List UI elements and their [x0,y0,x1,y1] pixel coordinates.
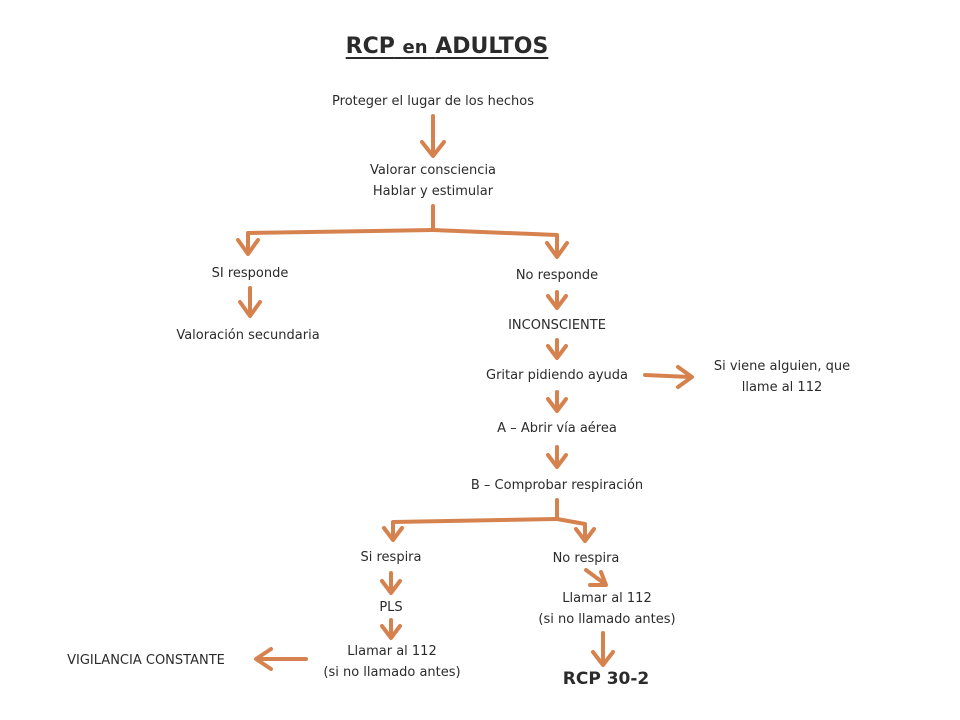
arrow-head [546,344,568,360]
node-si-responde: SI responde [211,266,289,281]
node-gritar: Gritar pidiendo ayuda [486,368,628,383]
node-abrir-via: A – Abrir vía aérea [497,421,617,436]
arrow-head [382,526,404,542]
split2-line-right [555,517,587,541]
arrow-head [238,300,262,318]
node-valoracion-secundaria: Valoración secundaria [176,328,320,343]
title-word-adultos: ADULTOS [435,34,549,59]
node-valorar: Valorar consciencia Hablar y estimular [370,160,496,202]
node-llamar-a-line1: Llamar al 112 [347,644,437,659]
arrow-head [574,527,596,543]
arrow-head [546,397,568,413]
title-word-en: en [402,37,428,58]
split-line-right [431,228,559,257]
node-llamar-b-line2: (si no llamado antes) [538,612,676,627]
node-llamar-a-line2: (si no llamado antes) [323,665,461,680]
arrow-head [546,294,568,310]
title-word-rcp: RCP [345,34,395,59]
node-valorar-line1: Valorar consciencia [369,163,497,178]
node-no-respira: No respira [552,551,620,566]
arrow-head [545,241,569,259]
arrow-head [420,140,446,158]
node-pls: PLS [379,600,403,615]
node-comprobar: B – Comprobar respiración [470,478,644,493]
split-line-left [246,228,435,254]
node-llamar-b: Llamar al 112 (si no llamado antes) [538,588,675,630]
node-si-viene-line2: llame al 112 [741,380,823,395]
node-llamar-a: Llamar al 112 (si no llamado antes) [323,641,460,683]
arrow-head [254,647,273,671]
arrow-head [588,570,608,587]
node-valorar-line2: Hablar y estimular [372,184,494,199]
arrow-norespira-to-llamar [584,568,607,586]
arrow-head [380,579,402,595]
split2-line-left [391,517,559,540]
node-llamar-b-line1: Llamar al 112 [562,591,652,606]
arrow-head [546,453,568,469]
node-si-viene-line1: Si viene alguien, que [713,359,851,374]
node-rcp: RCP 30-2 [562,669,650,689]
node-si-viene: Si viene alguien, que llame al 112 [714,356,850,398]
arrow-head [236,238,260,256]
arrow-head [591,650,615,667]
arrow-gritar-to-siviene [643,373,692,379]
arrow-head [380,624,402,640]
node-si-respira: Si respira [360,550,422,565]
arrow-head [676,365,694,389]
node-vigilancia: VIGILANCIA CONSTANTE [67,653,225,668]
node-inconsciente: INCONSCIENTE [508,318,606,333]
node-proteger: Proteger el lugar de los hechos [332,94,534,109]
node-no-responde: No responde [515,268,599,283]
page-title: RCP en ADULTOS [346,34,549,59]
